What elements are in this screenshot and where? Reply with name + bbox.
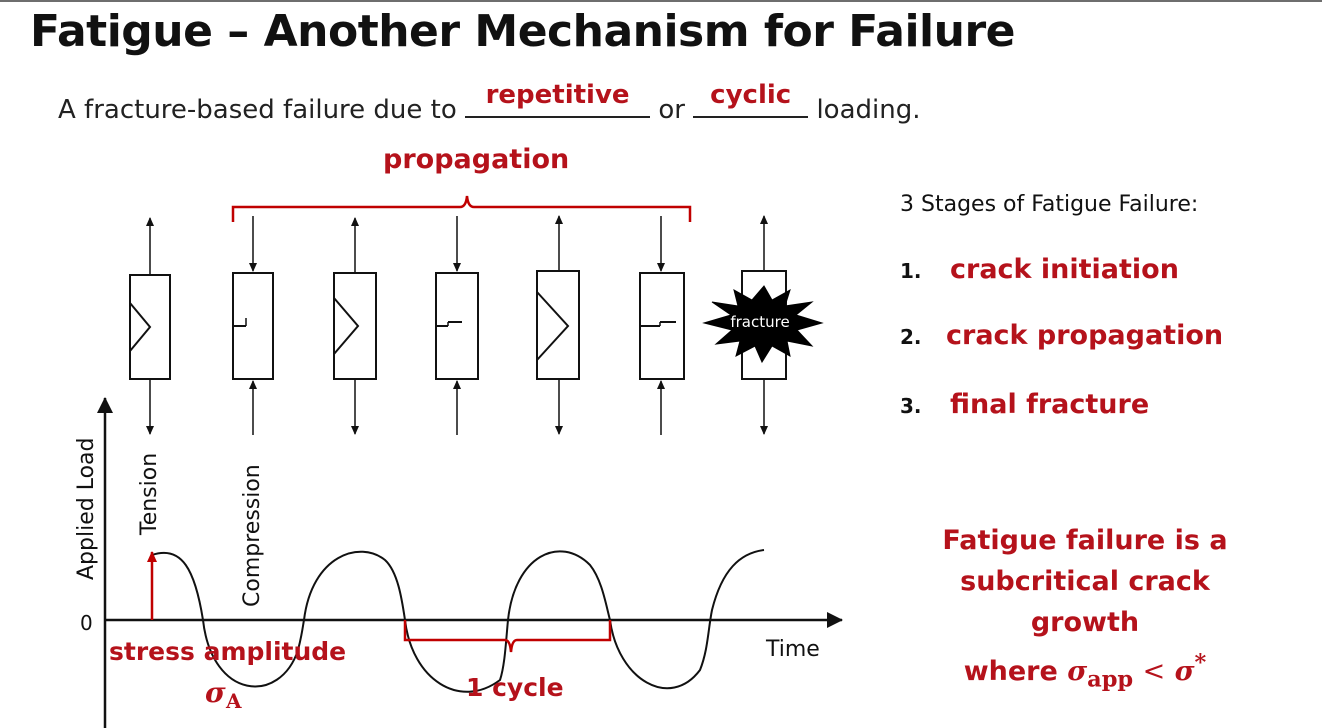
specimen-compression-1 (232, 216, 274, 435)
propagation-label: propagation (383, 144, 570, 175)
fracture-label: fracture (730, 313, 789, 331)
propagation-brace (231, 195, 692, 222)
top-border (0, 0, 1322, 2)
note-line-2: subcritical crack growth (960, 566, 1210, 638)
stage-item: 1. crack initiation (900, 254, 1179, 285)
specimen-tension-1 (129, 217, 171, 435)
x-axis-label: Time (765, 637, 820, 662)
specimen-tension-3 (536, 215, 580, 435)
specimen-compression-3 (639, 216, 685, 435)
stage-item: 3. final fracture (900, 389, 1149, 420)
blank-answer-cyclic: cyclic (710, 80, 792, 110)
y-axis-label: Applied Load (74, 438, 99, 580)
stage-item: 2. crack propagation (900, 320, 1223, 351)
specimen-fracture: fracture (702, 215, 824, 435)
cycle-brace (403, 620, 612, 653)
blank-repetitive: repetitive (465, 80, 651, 118)
stage-number: 2. (900, 325, 922, 349)
sigma-a-subscript: A (225, 689, 242, 713)
slide-title: Fatigue – Another Mechanism for Failure (30, 6, 1015, 57)
stage-label: crack initiation (950, 254, 1179, 285)
note-line-1: Fatigue failure is a (942, 525, 1228, 556)
definition-suffix: loading. (816, 95, 921, 125)
blank-cyclic: cyclic (693, 80, 809, 118)
stages-heading: 3 Stages of Fatigue Failure: (900, 192, 1199, 217)
fatigue-note: Fatigue failure is a subcritical crack g… (905, 520, 1265, 700)
note-star: * (1194, 650, 1207, 676)
tension-label: Tension (137, 453, 162, 536)
specimen-tension-2 (333, 217, 377, 435)
note-sub-app: app (1087, 666, 1134, 693)
stage-number: 3. (900, 394, 922, 418)
cycle-label: 1 cycle (466, 673, 564, 702)
stage-number: 1. (900, 259, 922, 283)
note-line-3: where σapp < σ* (905, 643, 1265, 700)
note-sigma: σ (1067, 656, 1088, 687)
definition-prefix: A fracture-based failure due to (58, 95, 457, 125)
note-less-than: < (1142, 656, 1166, 687)
blank-answer-repetitive: repetitive (485, 80, 630, 110)
load-curve (151, 549, 765, 693)
definition-middle: or (658, 95, 685, 125)
note-where: where (963, 656, 1058, 687)
sigma-a-symbol: σ (205, 676, 226, 709)
compression-label: Compression (240, 464, 265, 607)
fracture-burst (702, 285, 824, 364)
stage-label: crack propagation (946, 320, 1224, 351)
definition-sentence: A fracture-based failure due to repetiti… (58, 80, 921, 125)
note-sigma-star: σ (1174, 656, 1195, 687)
zero-label: 0 (80, 611, 93, 635)
stress-amplitude-label: stress amplitude (109, 637, 346, 666)
stage-label: final fracture (950, 389, 1150, 420)
specimen-compression-2 (435, 216, 479, 435)
